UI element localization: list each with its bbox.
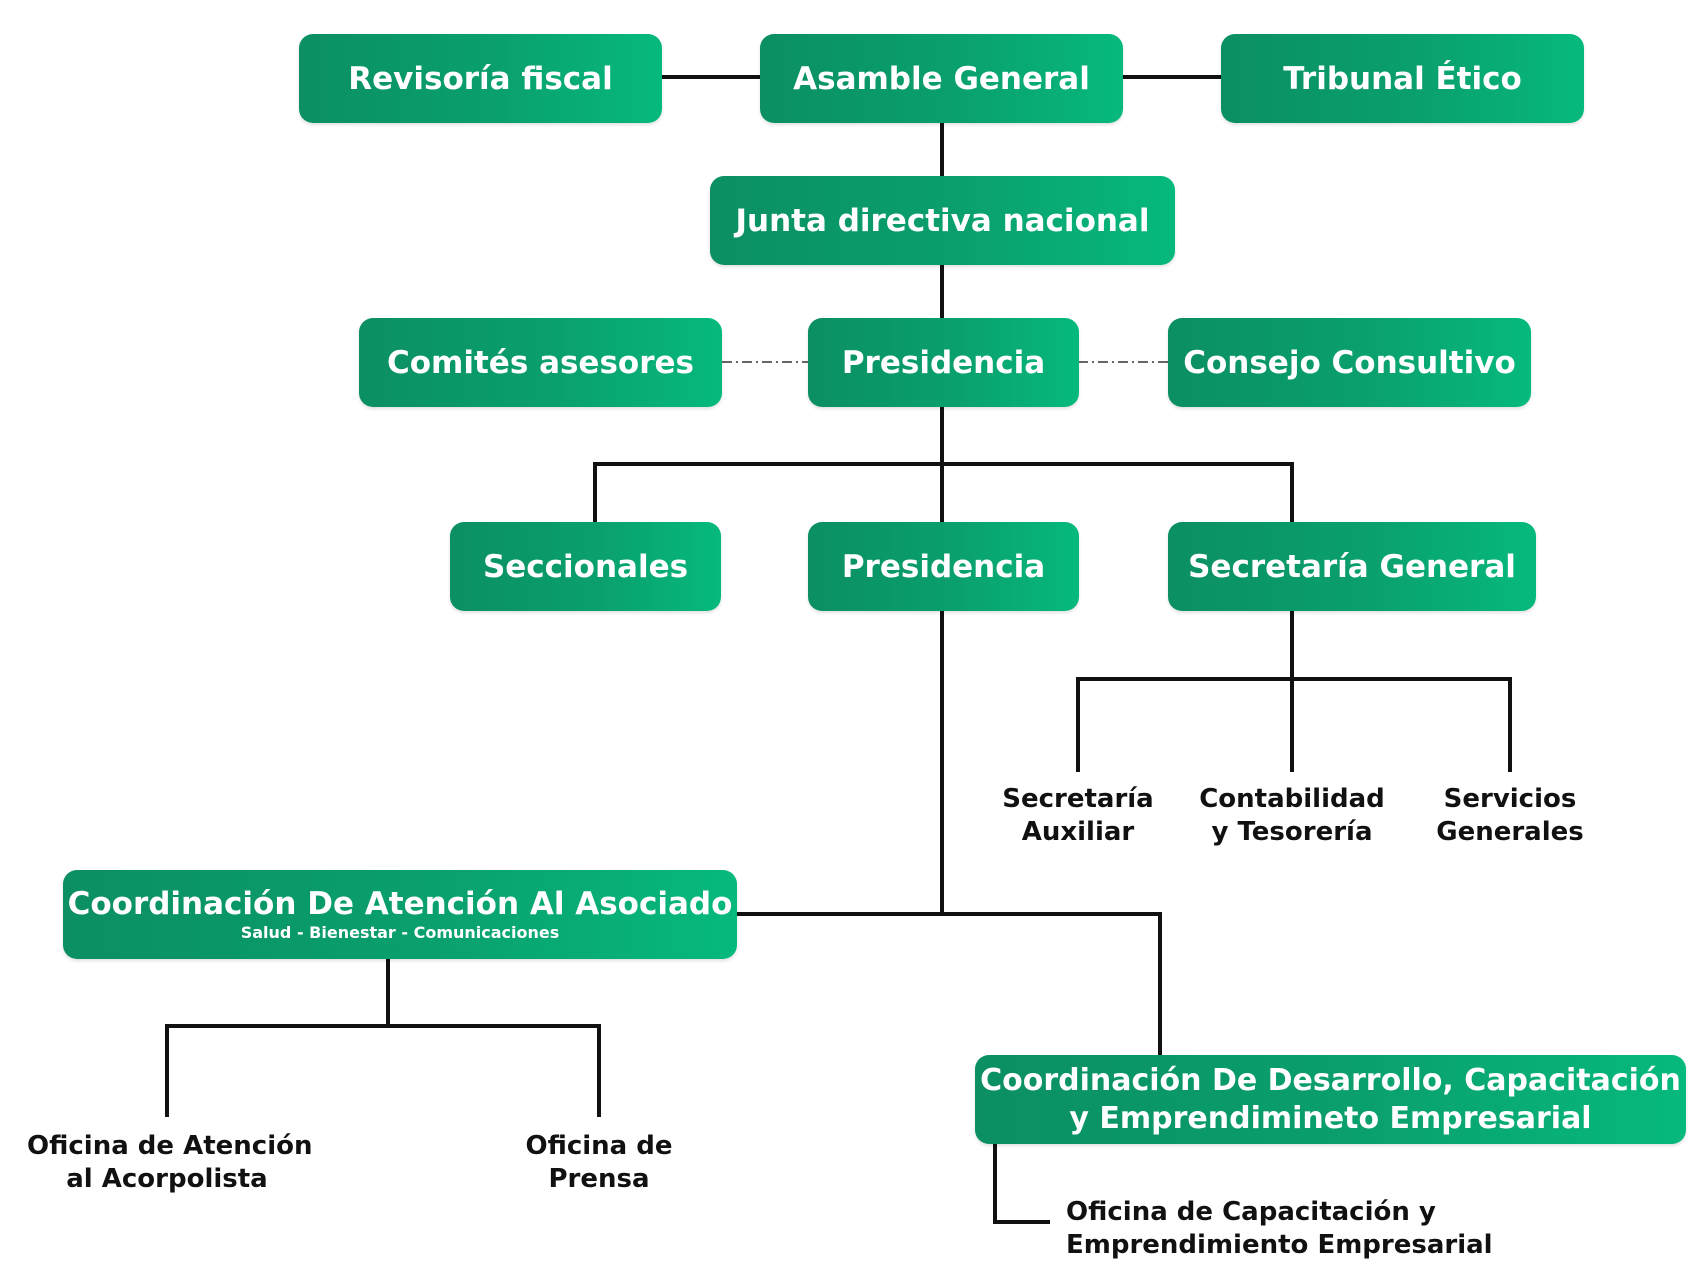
junta-directiva-label: Junta directiva nacional: [735, 202, 1150, 239]
presidencia-box[interactable]: Presidencia: [808, 318, 1079, 407]
coordinacion-desarrollo-box[interactable]: Coordinación De Desarrollo, Capacitación…: [975, 1055, 1686, 1144]
consejo-consultivo-label: Consejo Consultivo: [1183, 344, 1516, 381]
coordinacion-atencion-subtitle: Salud - Bienestar - Comunicaciones: [240, 922, 560, 942]
consejo-consultivo-box[interactable]: Consejo Consultivo: [1168, 318, 1531, 407]
asamblea-general-label: Asamble General: [793, 60, 1090, 97]
secretaria-general-label: Secretaría General: [1188, 548, 1516, 585]
coordinacion-atencion-title: Coordinación De Atención Al Asociado: [67, 885, 733, 922]
coordinacion-desarrollo-line1: Coordinación De Desarrollo, Capacitación: [980, 1062, 1681, 1098]
presidencia-label: Presidencia: [841, 344, 1046, 381]
oficina-capacitacion-label: Oficina de Capacitación y Emprendimiento…: [1066, 1197, 1493, 1260]
tribunal-etico-label: Tribunal Ético: [1283, 60, 1522, 97]
secretaria-auxiliar-label: Secretaría Auxiliar: [1002, 784, 1154, 847]
junta-directiva-box[interactable]: Junta directiva nacional: [710, 176, 1175, 265]
presidencia-operativa-label: Presidencia: [841, 548, 1046, 585]
presidencia-operativa-box[interactable]: Presidencia: [808, 522, 1079, 611]
oficina-atencion-label: Oficina de Atención al Acorpolista: [27, 1131, 313, 1194]
connector-desarrollo-child: [993, 1141, 1050, 1224]
coordinacion-atencion-box[interactable]: Coordinación De Atención Al Asociado Sal…: [63, 870, 737, 959]
oficina-prensa-label: Oficina de Prensa: [525, 1131, 673, 1194]
seccionales-box[interactable]: Seccionales: [450, 522, 721, 611]
revisoria-fiscal-box[interactable]: Revisoría fiscal: [299, 34, 662, 123]
coordinacion-desarrollo-line2: y Emprendimineto Empresarial: [1069, 1100, 1592, 1136]
tribunal-etico-box[interactable]: Tribunal Ético: [1221, 34, 1584, 123]
contabilidad-tesoreria-label: Contabilidad y Tesorería: [1199, 784, 1385, 847]
seccionales-label: Seccionales: [482, 548, 689, 585]
asamblea-general-box[interactable]: Asamble General: [760, 34, 1123, 123]
servicios-generales-label: Servicios Generales: [1436, 784, 1584, 847]
comites-asesores-label: Comités asesores: [387, 344, 694, 381]
comites-asesores-box[interactable]: Comités asesores: [359, 318, 722, 407]
secretaria-general-box[interactable]: Secretaría General: [1168, 522, 1536, 611]
revisoria-fiscal-label: Revisoría fiscal: [348, 60, 613, 97]
